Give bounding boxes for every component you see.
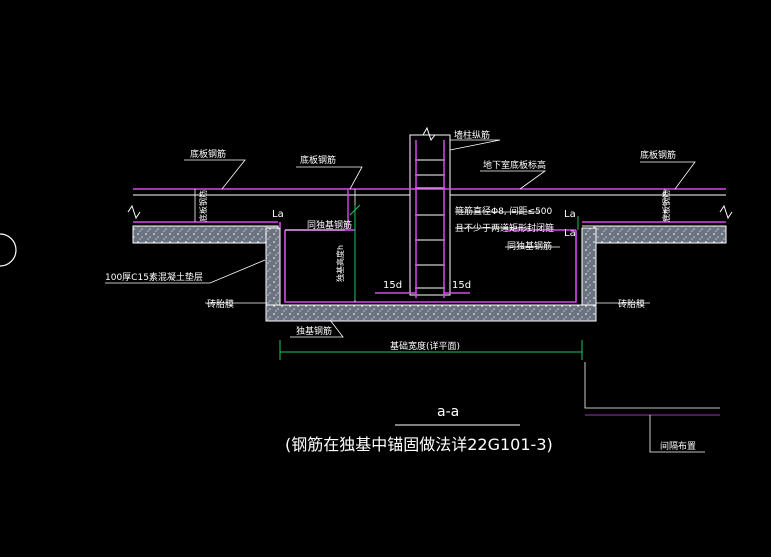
label-same-rebar-left: 同独基钢筋 — [307, 219, 352, 231]
column-stirrups — [415, 159, 445, 289]
label-aside: 间隔布置 — [660, 440, 696, 452]
break-mark-right — [719, 204, 733, 220]
label-hook-right: 15d — [452, 280, 471, 291]
label-la-right-top: La — [564, 209, 576, 220]
label-same-rebar-right: 同独基钢筋 — [507, 240, 552, 252]
label-bottom-rebar-right: 底板钢筋 — [640, 149, 676, 161]
label-cushion: 100厚C15素混凝土垫层 — [105, 271, 203, 283]
width-dimension — [279, 204, 583, 360]
label-basement-slab: 地下室底板标高 — [483, 159, 546, 171]
cushion-left — [132, 225, 279, 244]
column-break — [410, 126, 450, 142]
label-stirrup-2: 且不少于两道矩形封闭箍 — [455, 222, 554, 234]
pit-bottom-cushion — [265, 304, 597, 322]
caption: (钢筋在独基中锚固做法详22G101-3) — [285, 435, 553, 454]
label-vertical-right: 底板钢筋 — [661, 190, 671, 222]
label-bottom-rebar-left: 底板钢筋 — [190, 148, 226, 160]
label-brick-left: 砖胎膜 — [207, 298, 234, 310]
cushion-right — [593, 225, 727, 244]
label-foundation-width: 基础宽度(详平面) — [390, 340, 460, 352]
label-foundation-rebar: 独基钢筋 — [296, 325, 332, 337]
break-mark-left — [127, 204, 141, 220]
label-la-right-bottom: La — [564, 228, 576, 239]
column-outline — [409, 134, 451, 296]
label-inner-vertical: 独基高度h — [335, 245, 345, 282]
label-stirrup-1: 箍筋直径Φ8, 间距≤500 — [455, 205, 553, 217]
label-brick-right: 砖胎膜 — [618, 298, 645, 310]
aside-bracket — [584, 362, 720, 453]
section-label: a-a — [437, 404, 459, 420]
label-hook-left: 15d — [383, 280, 402, 291]
label-vertical-left: 底板钢筋 — [198, 190, 208, 222]
edge-arc — [0, 233, 17, 267]
label-column-rebar: 墙柱纵筋 — [454, 129, 490, 141]
label-la-left: La — [272, 209, 284, 220]
label-bottom-rebar-mid: 底板钢筋 — [300, 154, 336, 166]
